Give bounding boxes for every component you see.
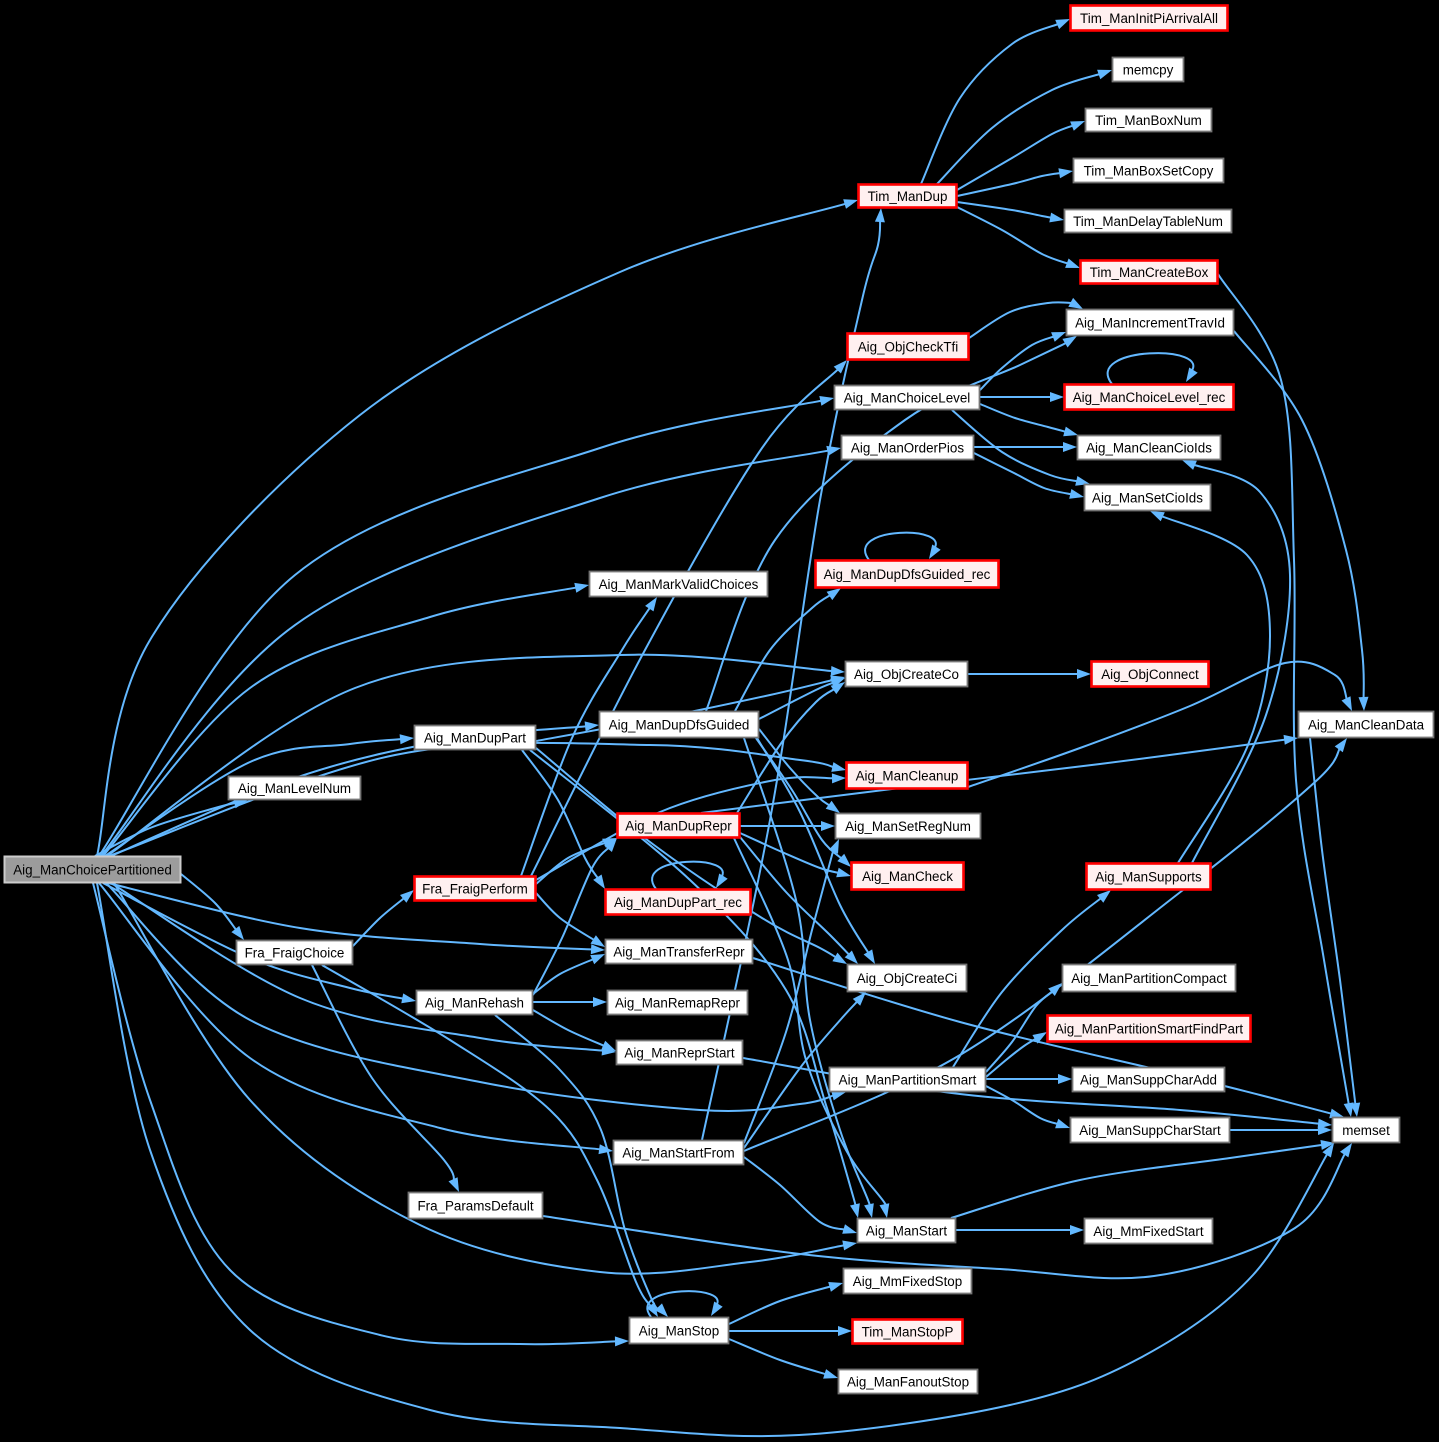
svg-text:Aig_ManCleanData: Aig_ManCleanData (1308, 718, 1425, 733)
svg-text:Tim_ManBoxNum: Tim_ManBoxNum (1095, 113, 1202, 128)
svg-text:Fra_ParamsDefault: Fra_ParamsDefault (417, 1199, 533, 1214)
svg-text:Aig_ManRehash: Aig_ManRehash (425, 996, 524, 1011)
svg-text:Aig_ManChoicePartitioned: Aig_ManChoicePartitioned (13, 863, 172, 878)
svg-text:Aig_ManDupDfsGuided: Aig_ManDupDfsGuided (609, 718, 750, 733)
svg-text:Aig_ManPartitionSmartFindPart: Aig_ManPartitionSmartFindPart (1055, 1022, 1244, 1037)
svg-text:Aig_MmFixedStart: Aig_MmFixedStart (1093, 1224, 1203, 1239)
svg-text:Aig_ManChoiceLevel: Aig_ManChoiceLevel (844, 391, 971, 406)
svg-text:Aig_ManStop: Aig_ManStop (639, 1324, 719, 1339)
svg-text:Aig_ManSetCioIds: Aig_ManSetCioIds (1092, 491, 1203, 506)
svg-text:Fra_FraigChoice: Fra_FraigChoice (245, 946, 345, 961)
svg-text:Aig_ManDupPart_rec: Aig_ManDupPart_rec (614, 895, 742, 910)
svg-text:Aig_ManFanoutStop: Aig_ManFanoutStop (847, 1375, 969, 1390)
svg-text:Aig_ObjCheckTfi: Aig_ObjCheckTfi (858, 340, 958, 355)
svg-text:Tim_ManCreateBox: Tim_ManCreateBox (1090, 265, 1209, 280)
svg-text:Tim_ManDelayTableNum: Tim_ManDelayTableNum (1073, 214, 1223, 229)
svg-text:Aig_ManTransferRepr: Aig_ManTransferRepr (613, 945, 745, 960)
svg-text:Aig_ManMarkValidChoices: Aig_ManMarkValidChoices (599, 577, 759, 592)
svg-text:Aig_ManChoiceLevel_rec: Aig_ManChoiceLevel_rec (1073, 390, 1226, 405)
svg-text:Aig_ManPartitionSmart: Aig_ManPartitionSmart (839, 1073, 977, 1088)
svg-text:Aig_ManStart: Aig_ManStart (866, 1224, 947, 1239)
svg-text:Aig_ManDupRepr: Aig_ManDupRepr (625, 819, 732, 834)
svg-text:Tim_ManInitPiArrivalAll: Tim_ManInitPiArrivalAll (1080, 11, 1218, 26)
svg-text:Aig_ManLevelNum: Aig_ManLevelNum (238, 781, 351, 796)
svg-text:Aig_ManStartFrom: Aig_ManStartFrom (622, 1146, 734, 1161)
svg-text:Aig_ManIncrementTravId: Aig_ManIncrementTravId (1075, 316, 1225, 331)
svg-text:Aig_ObjCreateCi: Aig_ObjCreateCi (857, 971, 958, 986)
svg-text:Aig_ManOrderPios: Aig_ManOrderPios (851, 441, 964, 456)
svg-text:Tim_ManDup: Tim_ManDup (868, 189, 948, 204)
svg-text:Aig_ManPartitionCompact: Aig_ManPartitionCompact (1071, 971, 1227, 986)
svg-text:Aig_ManCheck: Aig_ManCheck (862, 869, 953, 884)
svg-text:Aig_ObjCreateCo: Aig_ObjCreateCo (854, 667, 959, 682)
svg-text:Aig_ManRemapRepr: Aig_ManRemapRepr (615, 996, 741, 1011)
svg-text:Aig_ObjConnect: Aig_ObjConnect (1101, 667, 1199, 682)
svg-text:Aig_ManCleanCioIds: Aig_ManCleanCioIds (1086, 441, 1212, 456)
svg-text:memset: memset (1342, 1123, 1390, 1138)
svg-text:Aig_ManSetRegNum: Aig_ManSetRegNum (845, 819, 971, 834)
svg-text:Aig_ManCleanup: Aig_ManCleanup (856, 769, 959, 784)
svg-text:Aig_ManDupDfsGuided_rec: Aig_ManDupDfsGuided_rec (824, 567, 991, 582)
svg-text:Aig_ManSuppCharStart: Aig_ManSuppCharStart (1079, 1123, 1221, 1138)
svg-text:Fra_FraigPerform: Fra_FraigPerform (422, 882, 528, 897)
svg-text:Aig_ManDupPart: Aig_ManDupPart (424, 731, 526, 746)
svg-text:Aig_ManSupports: Aig_ManSupports (1095, 870, 1202, 885)
svg-text:Tim_ManStopP: Tim_ManStopP (862, 1325, 954, 1340)
svg-text:Aig_ManReprStart: Aig_ManReprStart (624, 1046, 734, 1061)
svg-text:Aig_MmFixedStop: Aig_MmFixedStop (853, 1274, 962, 1289)
svg-text:Tim_ManBoxSetCopy: Tim_ManBoxSetCopy (1084, 164, 1214, 179)
svg-text:Aig_ManSuppCharAdd: Aig_ManSuppCharAdd (1080, 1073, 1217, 1088)
svg-text:memcpy: memcpy (1123, 63, 1174, 78)
